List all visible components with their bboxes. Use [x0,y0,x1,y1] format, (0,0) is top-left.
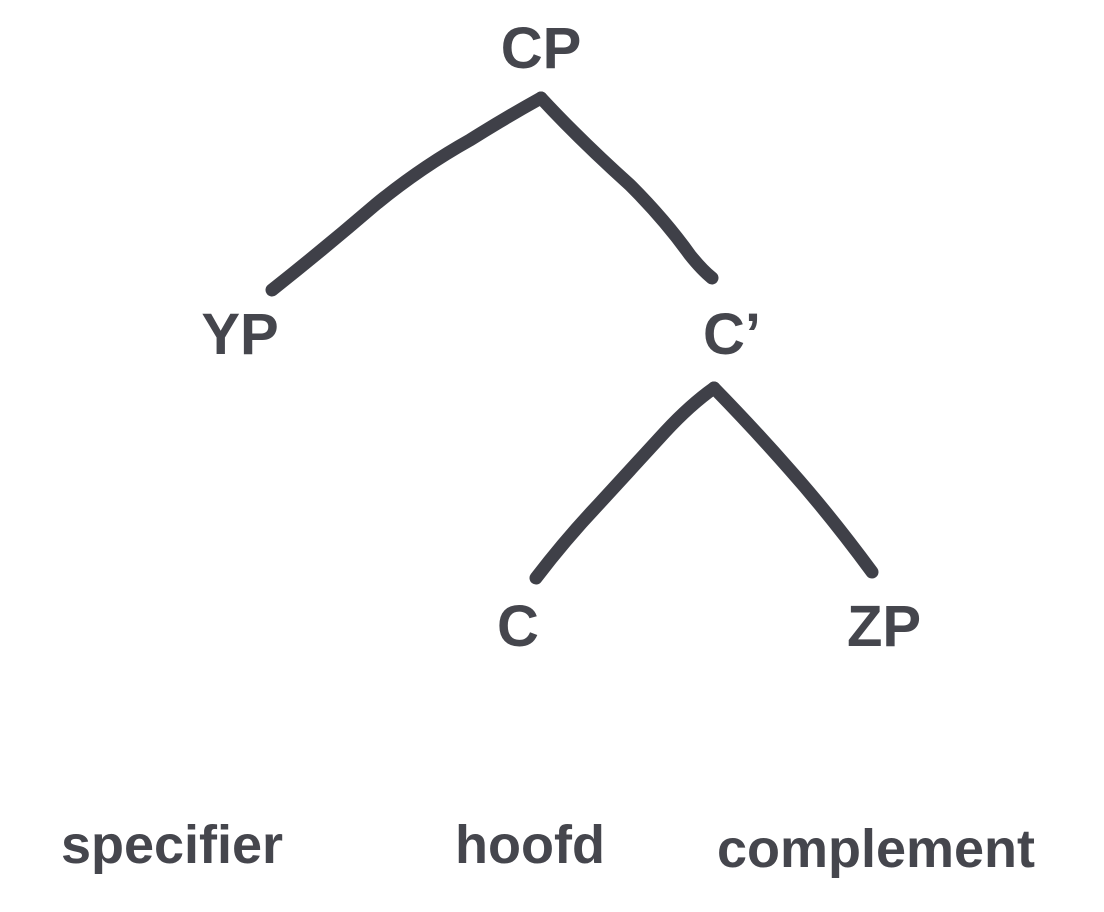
node-cbar-label: C’ [703,302,761,367]
branch-cp-to-yp [265,91,548,297]
role-specifier-label: specifier [61,815,283,875]
branch-cbar-to-c [529,381,721,585]
branch-cp-to-cbar [534,91,719,285]
role-head-label: hoofd [455,815,605,875]
node-yp-label: YP [201,302,278,367]
node-cp-label: CP [501,16,582,81]
node-zp-label: ZP [847,594,921,659]
branch-cbar-to-zp [707,381,879,579]
node-c-label: C [497,594,539,659]
role-complement-label: complement [717,819,1035,879]
